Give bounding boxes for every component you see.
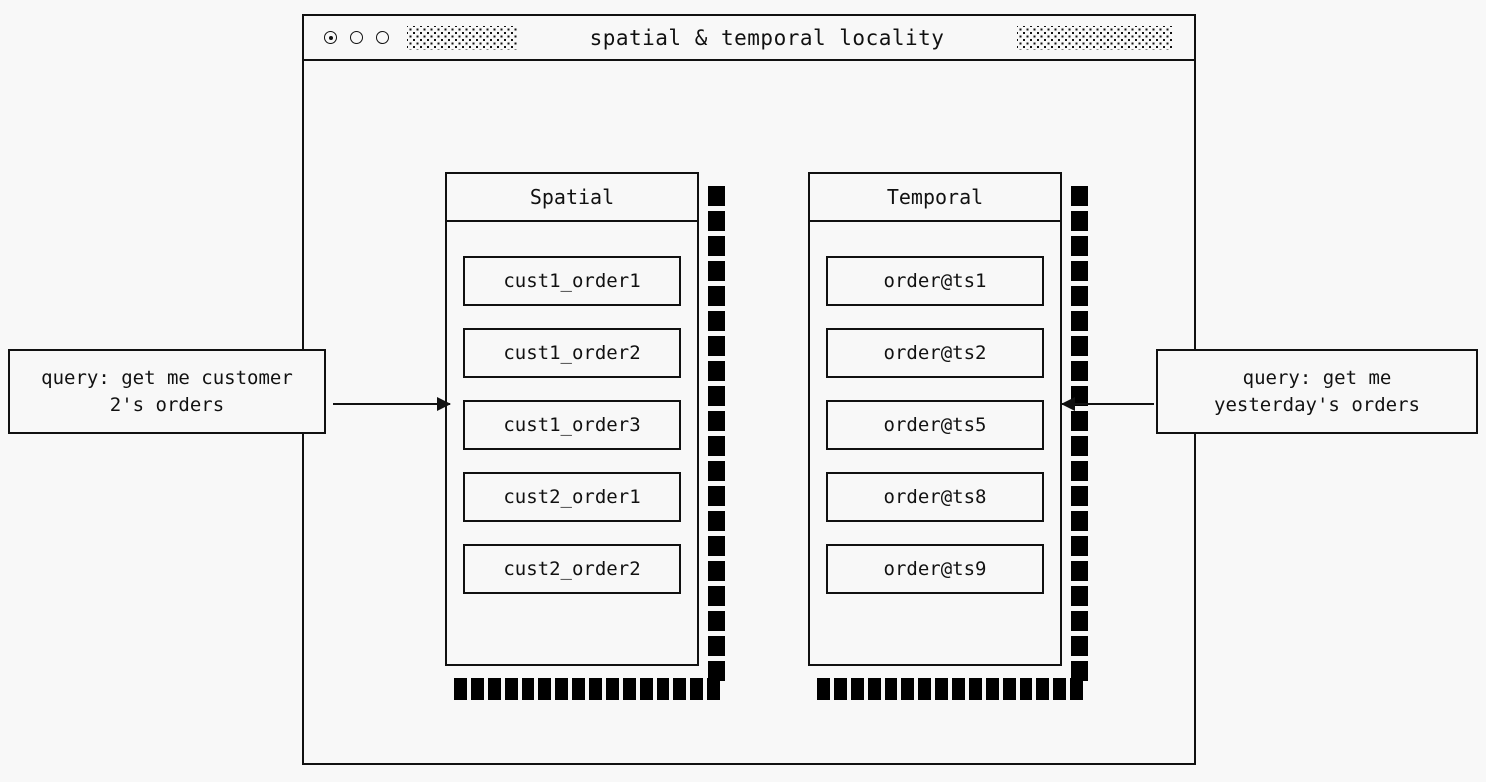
spatial-panel-title: Spatial	[447, 174, 697, 222]
list-item[interactable]: cust2_order1	[463, 472, 681, 522]
titlebar-hatch-left-decoration	[407, 25, 517, 50]
list-item[interactable]: order@ts8	[826, 472, 1044, 522]
list-item[interactable]: cust1_order2	[463, 328, 681, 378]
app-window: spatial & temporal locality Spatial cust…	[302, 14, 1196, 765]
window-control-primary-icon[interactable]	[324, 31, 337, 44]
temporal-panel: Temporal order@ts1 order@ts2 order@ts5 o…	[808, 172, 1062, 666]
query-callout-right: query: get me yesterday's orders	[1156, 349, 1478, 434]
list-item[interactable]: cust2_order2	[463, 544, 681, 594]
list-item[interactable]: order@ts2	[826, 328, 1044, 378]
spatial-panel: Spatial cust1_order1 cust1_order2 cust1_…	[445, 172, 699, 666]
arrow-right-icon	[333, 397, 451, 411]
spatial-panel-right-shadow	[708, 186, 725, 686]
temporal-panel-bottom-shadow	[817, 678, 1083, 700]
temporal-panel-items: order@ts1 order@ts2 order@ts5 order@ts8 …	[810, 222, 1060, 604]
spatial-panel-items: cust1_order1 cust1_order2 cust1_order3 c…	[447, 222, 697, 604]
window-titlebar: spatial & temporal locality	[304, 16, 1194, 61]
list-item[interactable]: order@ts1	[826, 256, 1044, 306]
list-item[interactable]: order@ts9	[826, 544, 1044, 594]
list-item[interactable]: order@ts5	[826, 400, 1044, 450]
window-control-tertiary-icon[interactable]	[376, 31, 389, 44]
query-callout-left: query: get me customer 2's orders	[8, 349, 326, 434]
spatial-panel-bottom-shadow	[454, 678, 720, 700]
temporal-panel-title: Temporal	[810, 174, 1060, 222]
window-title: spatial & temporal locality	[589, 25, 945, 50]
list-item[interactable]: cust1_order3	[463, 400, 681, 450]
window-controls[interactable]	[324, 31, 389, 44]
arrow-left-icon	[1061, 397, 1154, 411]
titlebar-hatch-right-decoration	[1017, 25, 1172, 50]
temporal-panel-right-shadow	[1071, 186, 1088, 686]
window-control-secondary-icon[interactable]	[350, 31, 363, 44]
list-item[interactable]: cust1_order1	[463, 256, 681, 306]
